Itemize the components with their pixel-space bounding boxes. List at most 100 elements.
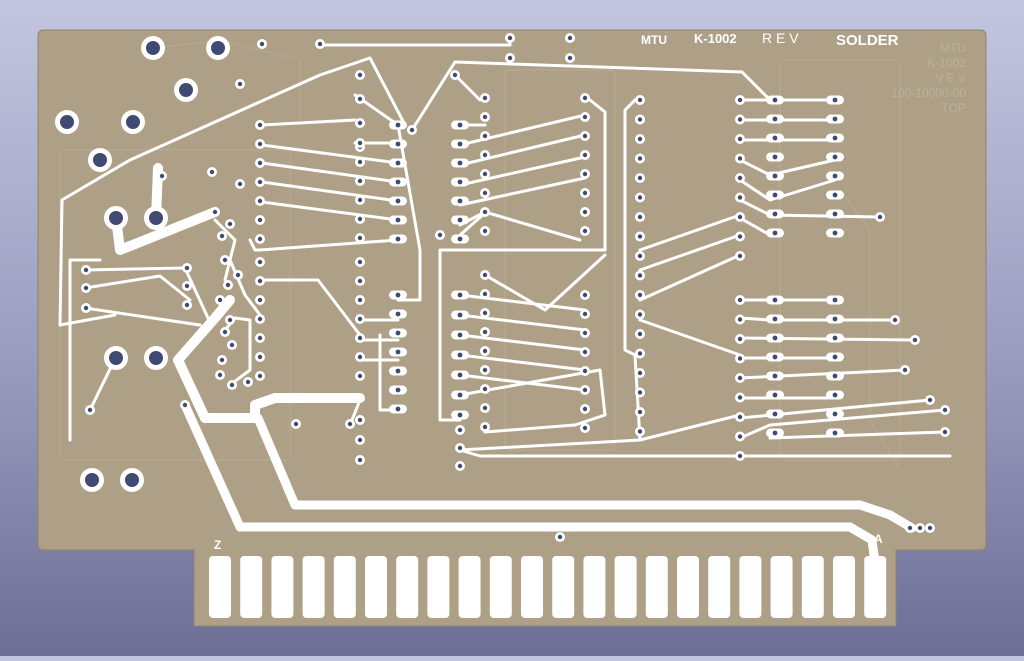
ic-pad — [389, 404, 407, 414]
via-pad — [255, 276, 265, 286]
ic-pad — [389, 328, 407, 338]
via-pad — [480, 93, 490, 103]
via-pad — [85, 405, 95, 415]
ic-pad — [451, 177, 469, 187]
rev-label: R E V — [762, 30, 799, 46]
via-pad — [875, 212, 885, 222]
svg-text:K-1002: K-1002 — [927, 56, 966, 70]
via-pad — [355, 233, 365, 243]
via-pad — [182, 263, 192, 273]
via-pad — [735, 134, 745, 144]
via-pad — [735, 173, 745, 183]
via-pad — [435, 230, 445, 240]
via-pad — [580, 385, 590, 395]
ic-pad — [766, 390, 784, 400]
ic-pad — [826, 314, 844, 324]
edge-finger — [645, 556, 668, 618]
via-pad — [455, 443, 465, 453]
ic-pad — [389, 158, 407, 168]
via-pad — [407, 125, 417, 135]
ic-pad — [451, 390, 469, 400]
via-pad — [227, 380, 237, 390]
via-pad — [255, 215, 265, 225]
edge-finger — [708, 556, 731, 618]
via-pad — [480, 150, 490, 160]
svg-text:V E V: V E V — [935, 71, 966, 85]
via-pad — [480, 169, 490, 179]
via-pad — [555, 532, 565, 542]
mounting-hole — [206, 36, 230, 60]
via-pad — [940, 427, 950, 437]
via-pad — [580, 290, 590, 300]
ic-pad — [389, 215, 407, 225]
ic-pad — [451, 120, 469, 130]
ic-pad — [766, 314, 784, 324]
edge-finger — [396, 556, 419, 618]
ic-pad — [389, 196, 407, 206]
via-pad — [355, 455, 365, 465]
via-pad — [355, 214, 365, 224]
via-pad — [635, 387, 645, 398]
ic-pad — [826, 428, 844, 438]
via-pad — [215, 295, 225, 305]
via-pad — [635, 251, 645, 261]
via-pad — [355, 435, 365, 445]
mounting-hole — [88, 148, 112, 172]
ic-pad — [826, 371, 844, 381]
edge-finger — [271, 556, 294, 618]
ic-pad — [766, 428, 784, 438]
via-pad — [227, 340, 237, 350]
edge-finger — [427, 556, 450, 618]
via-pad — [735, 114, 745, 125]
via-pad — [355, 333, 365, 343]
edge-finger — [864, 556, 887, 618]
ic-pad — [451, 139, 469, 149]
via-pad — [345, 419, 355, 429]
edge-finger — [240, 556, 263, 618]
via-pad — [157, 171, 167, 181]
via-pad — [480, 226, 490, 236]
via-pad — [480, 270, 490, 280]
via-pad — [182, 300, 192, 310]
top-side-ghost — [59, 39, 901, 471]
via-pad — [635, 426, 645, 437]
via-pad — [355, 118, 365, 128]
ic-pad — [451, 215, 469, 225]
mounting-hole — [104, 346, 128, 370]
ic-pad — [766, 209, 784, 219]
via-pad — [355, 157, 365, 167]
via-pad — [355, 276, 365, 286]
ic-pad — [766, 190, 784, 200]
ic-pad — [826, 190, 844, 200]
via-pad — [735, 314, 745, 325]
via-pad — [580, 112, 590, 122]
mounting-hole — [121, 110, 145, 134]
mounting-hole — [104, 206, 128, 230]
edge-finger — [677, 556, 699, 618]
svg-text:TOP: TOP — [942, 101, 966, 115]
via-pad — [580, 404, 590, 414]
via-pad — [480, 131, 490, 141]
via-pad — [580, 328, 590, 338]
via-pad — [735, 431, 745, 442]
via-pad — [635, 173, 645, 183]
ic-pad — [389, 177, 407, 187]
via-pad — [915, 523, 925, 533]
edge-finger — [302, 556, 325, 618]
ic-pad — [826, 152, 844, 162]
via-pad — [255, 234, 265, 244]
via-pad — [243, 377, 253, 387]
via-pad — [355, 176, 365, 186]
via-pad — [635, 114, 645, 125]
edge-finger — [614, 556, 637, 618]
via-pad — [480, 289, 490, 299]
ic-pad — [451, 158, 469, 168]
via-pad — [255, 139, 265, 149]
via-pad — [480, 308, 490, 318]
via-pad — [735, 334, 745, 344]
ic-pad — [826, 95, 844, 105]
via-pad — [215, 370, 225, 380]
via-pad — [735, 95, 745, 105]
via-pad — [580, 423, 590, 433]
